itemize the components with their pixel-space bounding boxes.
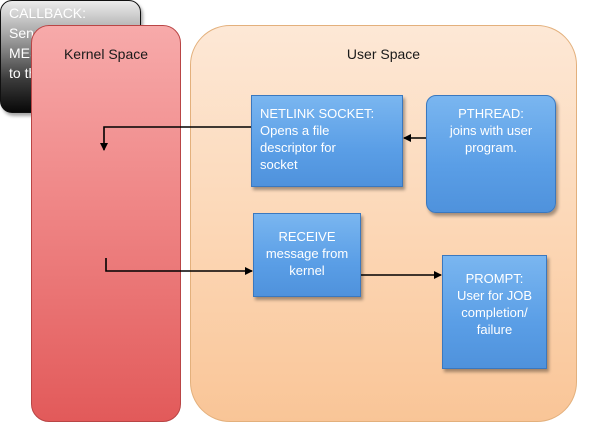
edge-callback-to-receive — [105, 258, 253, 275]
pthread-node: PTHREAD: joins with user program. — [426, 95, 556, 213]
edge-netlink-to-callback — [100, 126, 251, 151]
receive-node: RECEIVE message from kernel — [253, 213, 361, 297]
netlink-socket-text: NETLINK SOCKET: Opens a file descriptor … — [260, 106, 375, 172]
kernel-space-title: Kernel Space — [63, 46, 149, 62]
netlink-socket-node: NETLINK SOCKET: Opens a file descriptor … — [251, 95, 403, 187]
receive-text: RECEIVE message from kernel — [265, 229, 349, 278]
prompt-node: PROMPT: User for JOB completion/ failure — [442, 255, 547, 369]
kernel-space-region: Kernel Space — [31, 25, 181, 422]
prompt-text: PROMPT: User for JOB completion/ failure — [456, 271, 533, 337]
pthread-text: PTHREAD: joins with user program. — [449, 106, 533, 155]
user-space-title: User Space — [346, 46, 421, 62]
